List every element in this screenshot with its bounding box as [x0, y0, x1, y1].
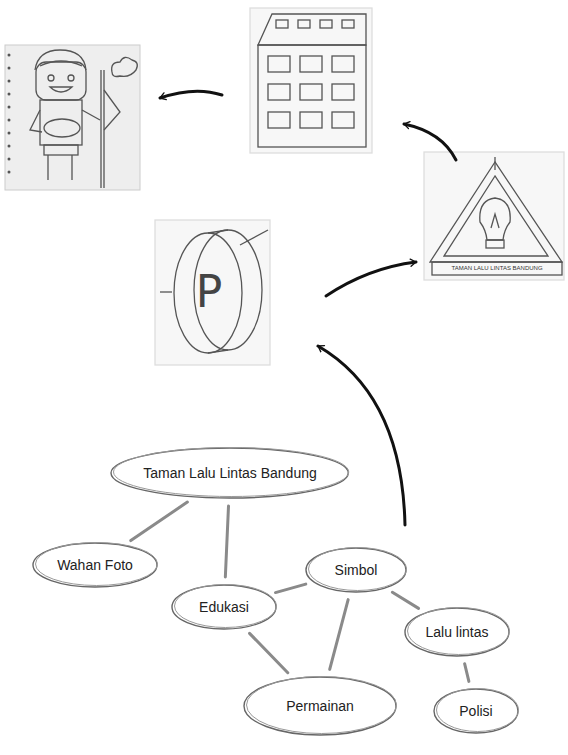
idea-ellipse: Permainan — [242, 675, 398, 737]
mindmap-link — [465, 664, 469, 682]
character-sketch — [5, 45, 140, 190]
idea-label: Wahan Foto — [57, 557, 133, 573]
coin-letter: P — [196, 270, 223, 314]
idea-ellipse: Wahan Foto — [31, 541, 159, 589]
coin-sketch — [155, 220, 270, 365]
idea-ellipse: Lalu lintas — [403, 606, 511, 658]
idea-label: Simbol — [335, 562, 378, 578]
idea-label: Lalu lintas — [425, 624, 488, 640]
idea-ellipse: Polisi — [432, 687, 520, 735]
idea-label: Edukasi — [199, 599, 249, 615]
mindmap-link — [275, 584, 305, 593]
idea-ellipse: Taman Lalu Lintas Bandung — [109, 446, 350, 500]
idea-ellipse: Simbol — [304, 546, 408, 594]
triangle-bulb-sketch — [424, 152, 564, 280]
idea-ellipse: Edukasi — [170, 583, 278, 631]
mindmap-link — [330, 600, 348, 670]
building-sketch — [250, 8, 372, 153]
mindmap-link — [225, 506, 228, 577]
mindmap-link — [392, 592, 418, 608]
idea-label: Taman Lalu Lintas Bandung — [143, 465, 317, 481]
mindmap-link — [250, 633, 288, 672]
mindmap-link — [131, 502, 188, 541]
idea-label: Permainan — [286, 698, 354, 714]
banner-text: TAMAN LALU LINTAS BANDUNG — [451, 265, 542, 271]
idea-label: Polisi — [459, 703, 492, 719]
